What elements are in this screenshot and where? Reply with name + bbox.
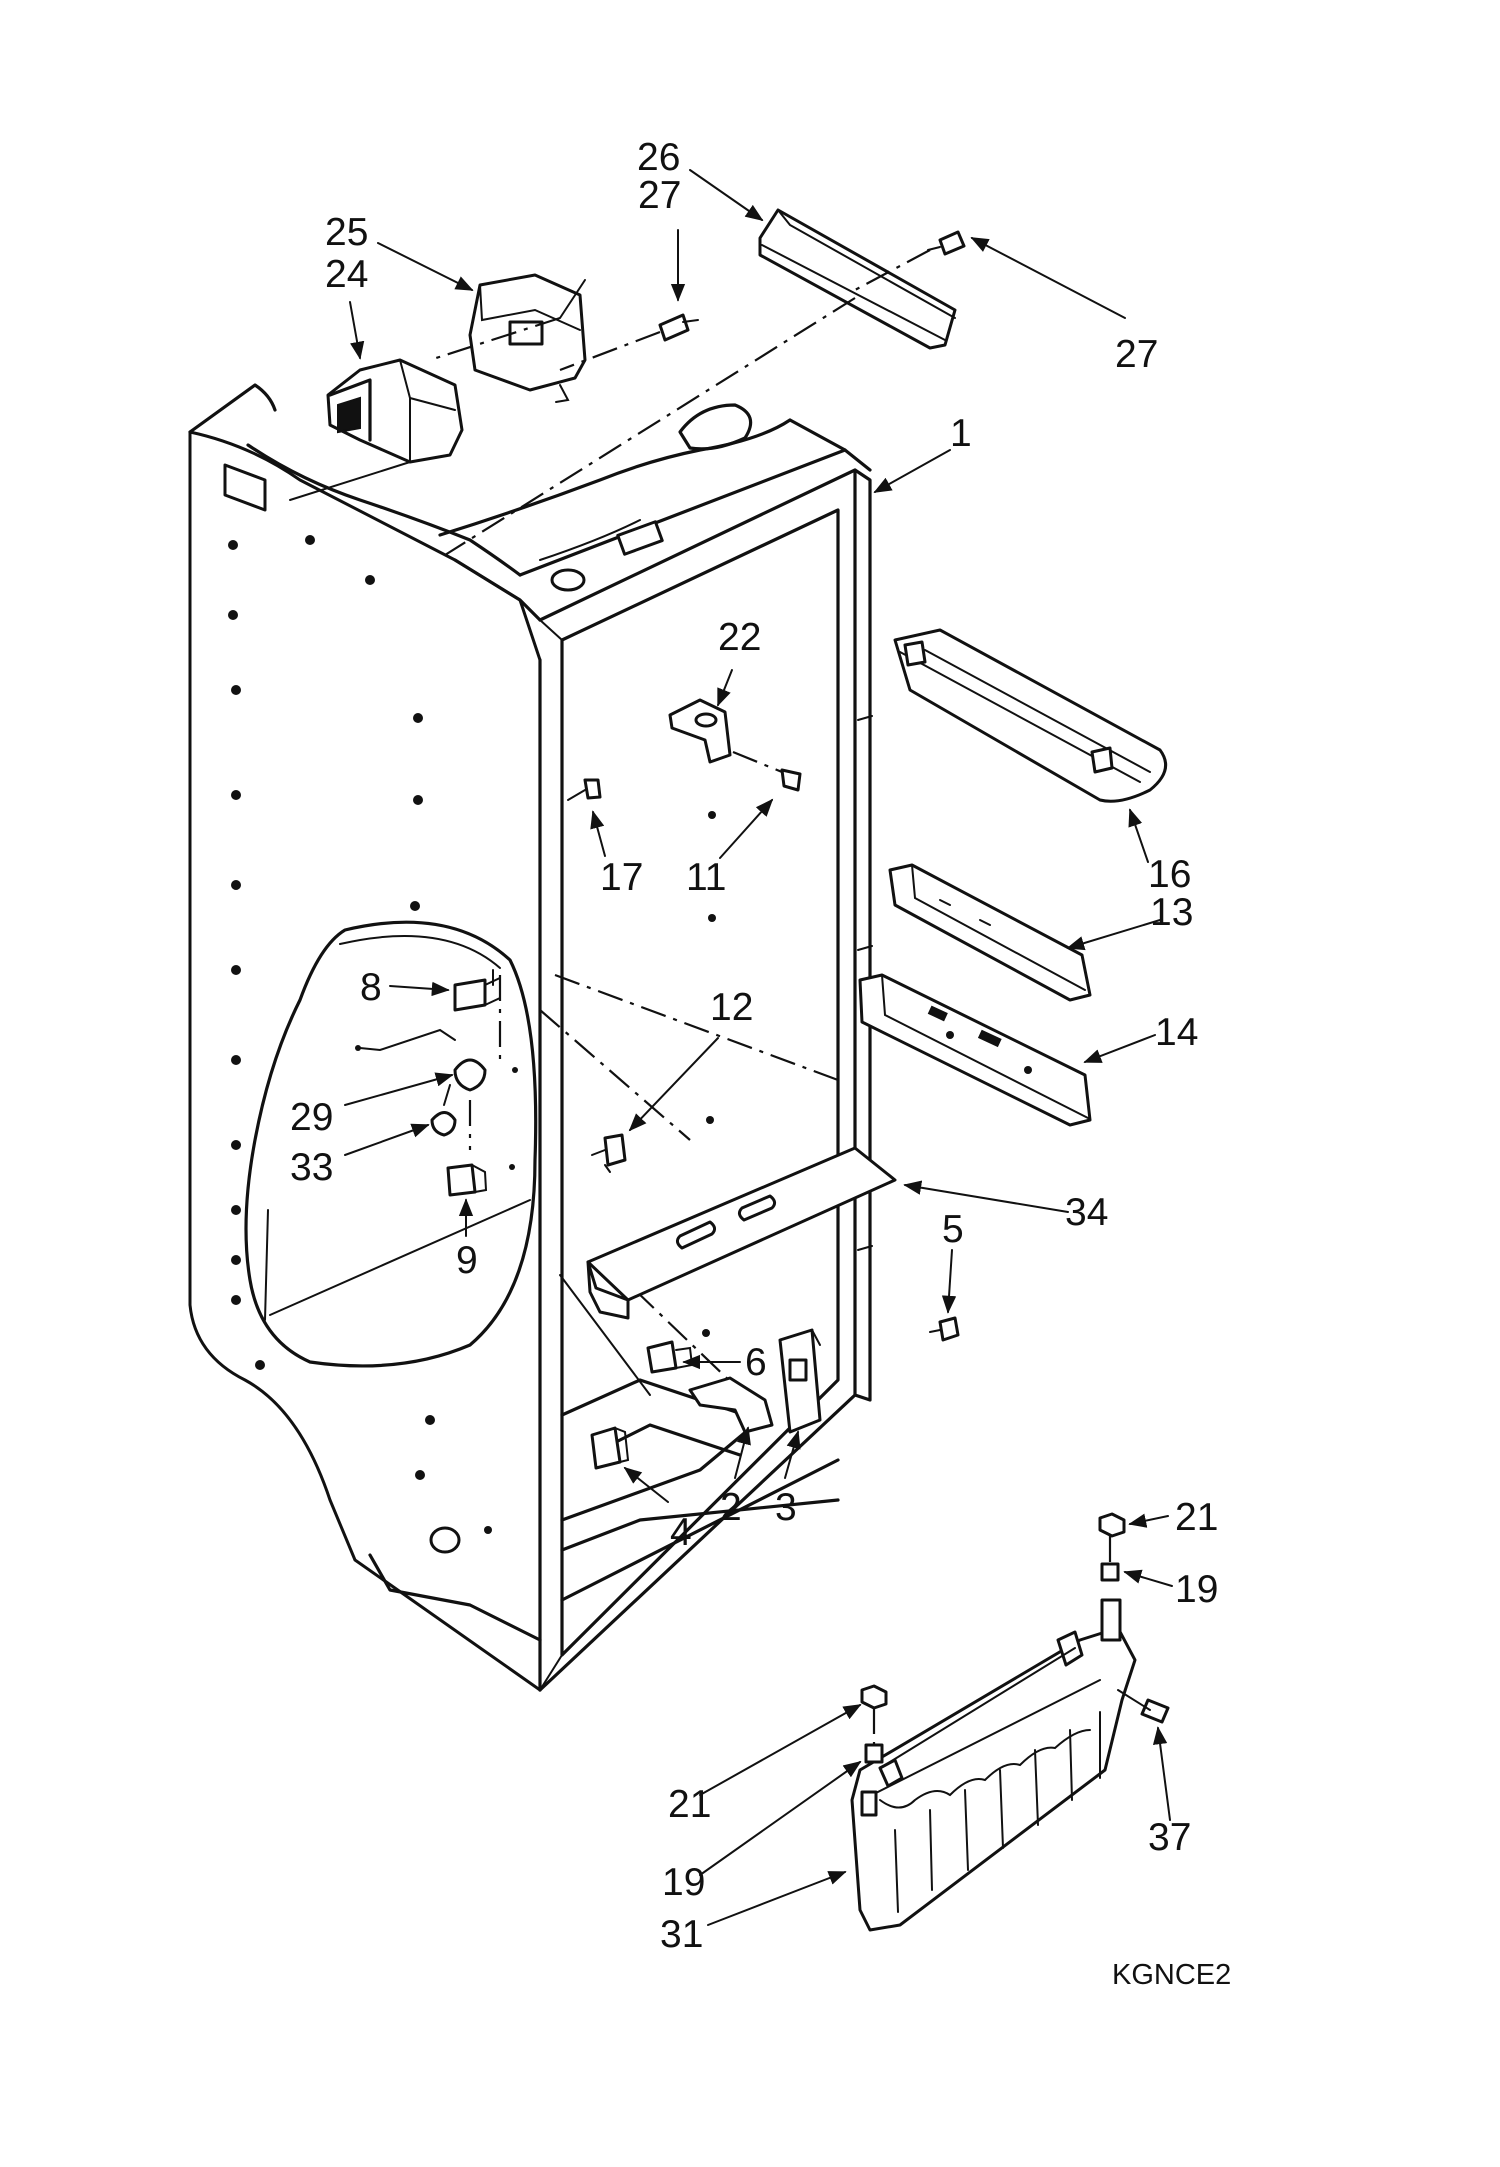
screw-37 — [1117, 1689, 1170, 1724]
top-trim-channel — [758, 208, 957, 350]
clip-12 — [591, 1133, 627, 1173]
bracket-2 — [688, 1376, 774, 1434]
callout-29: 29 — [290, 1096, 333, 1139]
assembly-line — [444, 297, 856, 556]
callout-1: 1 — [950, 412, 972, 455]
screw-27-left — [658, 313, 699, 342]
callout-26: 26 — [637, 136, 680, 179]
control-bracket — [468, 273, 587, 403]
callout-17: 17 — [600, 856, 643, 899]
callout-13: 13 — [1150, 891, 1193, 934]
callout-3: 3 — [775, 1486, 797, 1529]
bracket-22 — [668, 698, 732, 764]
callout-34: 34 — [1065, 1191, 1108, 1234]
block-4 — [590, 1426, 630, 1470]
nut-21-upper — [1098, 1512, 1126, 1538]
callout-37: 37 — [1148, 1816, 1191, 1859]
callout-6: 6 — [745, 1341, 767, 1384]
leader-lines — [344, 169, 1173, 1926]
callout-25: 25 — [325, 211, 368, 254]
shelf-16 — [893, 628, 1168, 803]
hinge-pin-19-upper — [1100, 1562, 1122, 1642]
assembly-line — [539, 1009, 691, 1141]
assembly-line — [429, 316, 561, 362]
assembly-line — [854, 249, 931, 291]
callout-24: 24 — [325, 253, 368, 296]
detail-circle — [244, 920, 538, 1368]
diagram-code: KGNCE2 — [1112, 1959, 1231, 1991]
callout-33: 33 — [290, 1146, 333, 1189]
screw-17 — [567, 778, 602, 801]
screw-27-right — [927, 230, 966, 256]
hinge-bracket-3 — [778, 1328, 822, 1434]
callout-5: 5 — [942, 1208, 964, 1251]
callout-27-right: 27 — [1115, 333, 1158, 376]
callout-4: 4 — [670, 1511, 692, 1554]
callout-21-lower: 21 — [668, 1783, 711, 1826]
rail-13 — [888, 863, 1092, 1002]
assembly-line — [559, 330, 661, 372]
callout-16: 16 — [1148, 853, 1191, 896]
callout-19-lower: 19 — [662, 1861, 705, 1904]
control-housing — [326, 358, 464, 464]
callout-11: 11 — [686, 856, 727, 899]
assembly-line — [554, 973, 839, 1082]
screw-5 — [929, 1316, 960, 1342]
screw-11 — [732, 750, 802, 792]
rail-14 — [858, 973, 1092, 1127]
callout-labels: 26 27 27 25 24 1 22 17 11 16 13 14 12 8 … — [290, 136, 1231, 1991]
door-bin-31 — [850, 1626, 1137, 1932]
callout-31: 31 — [660, 1913, 703, 1956]
nut-21-lower — [860, 1684, 888, 1710]
hinge-pin-19-lower — [860, 1743, 884, 1817]
callout-21-upper: 21 — [1175, 1496, 1218, 1539]
callout-14: 14 — [1155, 1011, 1198, 1054]
callout-22: 22 — [718, 616, 761, 659]
callout-12: 12 — [710, 986, 753, 1029]
callout-27-top: 27 — [638, 174, 681, 217]
cabinet-liner — [188, 383, 873, 1692]
channel-34 — [586, 1146, 897, 1320]
mounting-holes — [228, 535, 716, 1534]
callout-2: 2 — [720, 1486, 742, 1529]
bumper-6 — [646, 1329, 710, 1374]
callout-8: 8 — [360, 966, 382, 1009]
callout-9: 9 — [456, 1239, 478, 1282]
callout-19-upper: 19 — [1175, 1568, 1218, 1611]
